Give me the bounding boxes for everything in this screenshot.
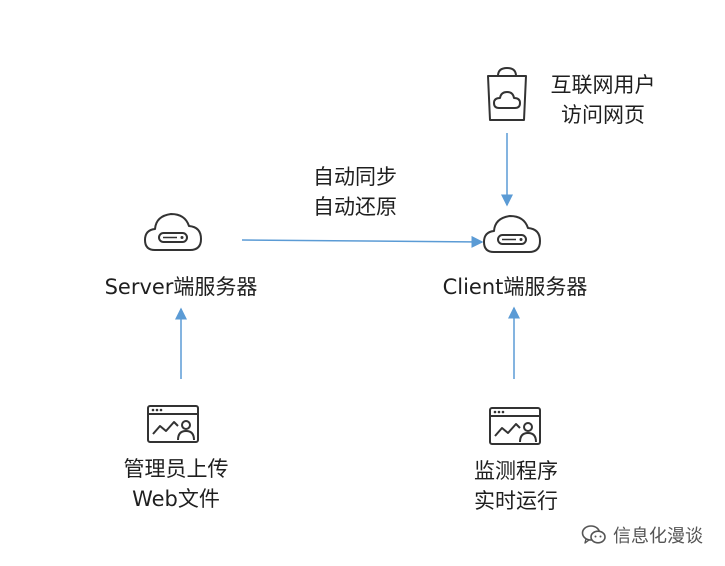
server-cloud-icon (144, 213, 202, 251)
admin-web-monitor-icon (147, 405, 199, 443)
sync-label: 自动同步 自动还原 (290, 162, 420, 222)
internet-user-line-2: 访问网页 (561, 103, 645, 127)
monitor-line-2: 实时运行 (474, 489, 558, 513)
admin-line-1: 管理员上传 (123, 457, 229, 481)
internet-user-line-1: 互联网用户 (550, 73, 656, 97)
monitor-web-icon (489, 407, 541, 445)
watermark: 信息化漫谈 (581, 522, 703, 548)
server-label: Server端服务器 (104, 275, 258, 299)
monitor-label: 监测程序 实时运行 (446, 456, 586, 516)
admin-label: 管理员上传 Web文件 (106, 454, 246, 514)
wechat-icon (581, 525, 606, 544)
monitor-line-1: 监测程序 (474, 459, 558, 483)
sync-line-1: 自动同步 (313, 165, 397, 189)
client-label: Client端服务器 (442, 275, 588, 299)
mobile-cloud-icon (487, 66, 527, 121)
sync-line-2: 自动还原 (313, 195, 397, 219)
watermark-text: 信息化漫谈 (613, 526, 703, 547)
client-cloud-icon (483, 215, 541, 253)
arrow-server-to-client (241, 235, 484, 248)
internet-user-label: 互联网用户 访问网页 (538, 70, 668, 130)
admin-line-2: Web文件 (132, 487, 220, 511)
